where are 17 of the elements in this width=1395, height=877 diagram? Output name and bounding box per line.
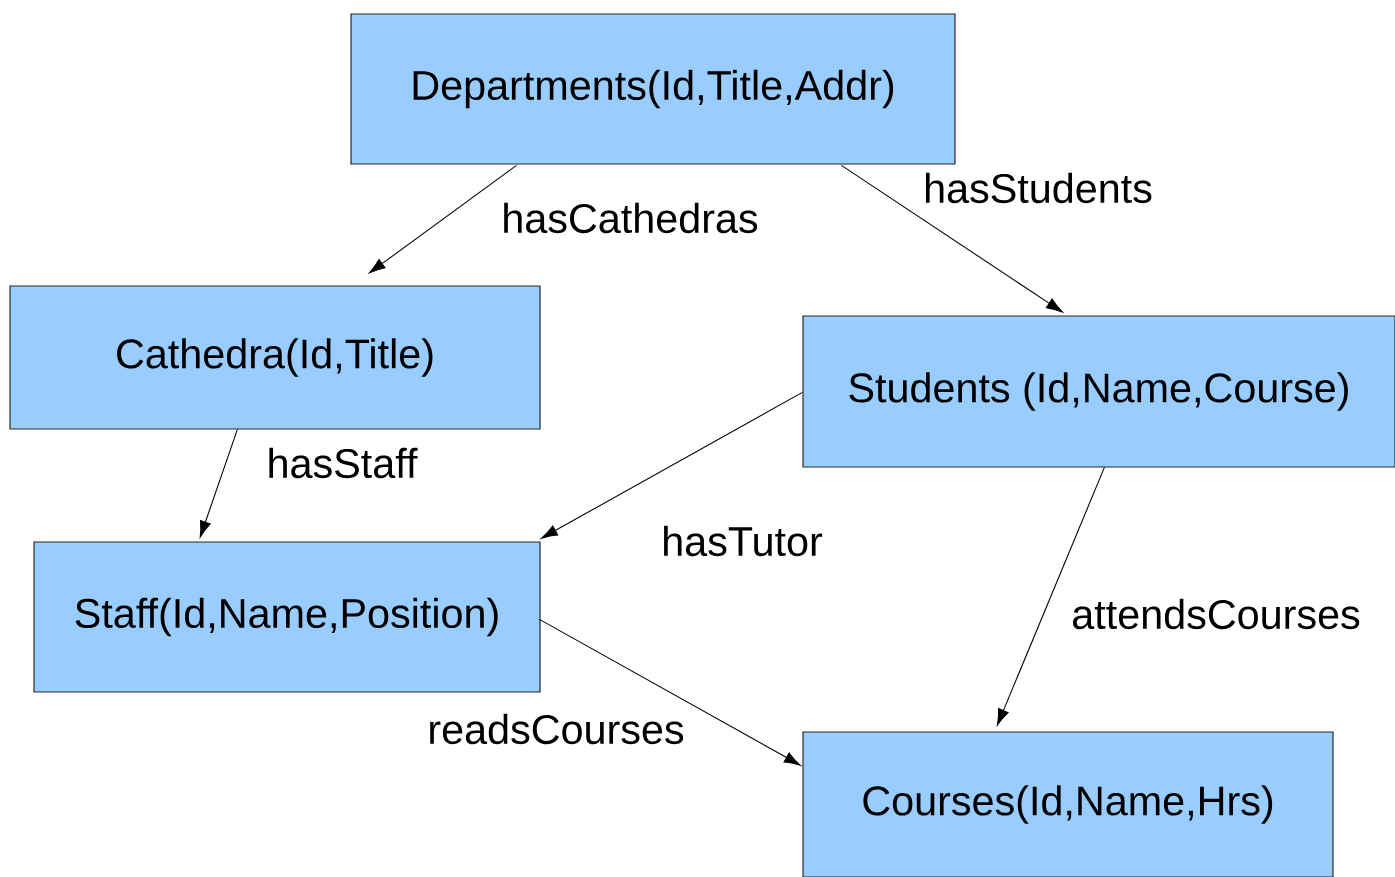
edge-label: hasTutor [659, 524, 825, 558]
edge-label: hasStudents [921, 171, 1155, 205]
arrow [541, 391, 803, 539]
arrow [840, 164, 1063, 313]
entity-box: Cathedra(Id,Title) [9, 285, 541, 430]
arrow [368, 164, 517, 274]
entity-box: Staff(Id,Name,Position) [33, 541, 541, 693]
arrow [996, 466, 1105, 726]
entity-box: Departments(Id,Title,Addr) [350, 13, 956, 165]
entity-box: Students (Id,Name,Course) [802, 315, 1395, 468]
arrow [538, 618, 801, 766]
edge-label: attendsCourses [1069, 597, 1363, 631]
edge-label: hasCathedras [500, 201, 760, 235]
arrow [199, 428, 238, 538]
edge-label: readsCourses [426, 712, 686, 746]
entity-box: Courses(Id,Name,Hrs) [802, 731, 1334, 877]
edge-label: hasStaff [265, 446, 419, 480]
